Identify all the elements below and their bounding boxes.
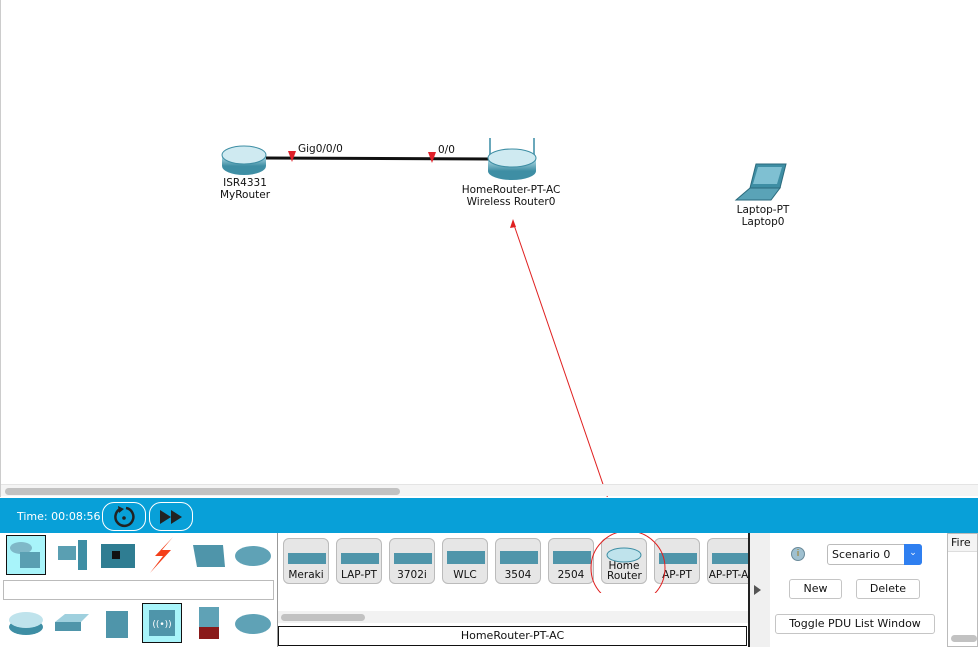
scenario-panel: i Scenario 0 ⌄ New Delete Toggle PDU List…: [770, 533, 947, 647]
subcategory-switches[interactable]: [52, 603, 92, 643]
laptop-icon: [734, 163, 787, 201]
subcategory-wan-emulation[interactable]: [233, 603, 273, 643]
subcategory-routers[interactable]: [6, 603, 46, 643]
port-label-b: 0/0: [438, 144, 455, 156]
panel-splitter[interactable]: [748, 533, 770, 647]
reset-icon: [114, 505, 135, 527]
svg-text:((•)): ((•)): [152, 620, 171, 630]
link-endpoint-a: [288, 151, 296, 162]
pdu-scrollbar[interactable]: [951, 635, 977, 642]
subcategory-security[interactable]: [189, 603, 229, 643]
link-endpoint-b: [428, 152, 436, 163]
subcategory-hubs[interactable]: [98, 603, 138, 643]
device-name: Laptop0: [741, 216, 785, 228]
fast-forward-button[interactable]: [149, 502, 193, 531]
device-name: MyRouter: [219, 189, 271, 201]
wireless-router-icon: [487, 138, 537, 180]
scenario-value: Scenario 0: [832, 548, 891, 561]
expand-arrow-icon: [754, 585, 761, 595]
device-name: Wireless Router0: [466, 196, 556, 208]
folder-icon: [193, 545, 225, 567]
device-item-wlc[interactable]: WLC: [442, 538, 488, 584]
realtime-toolbar: Time: 00:08:56: [0, 498, 978, 533]
network-devices-icon: [10, 542, 40, 568]
device-item-label: 3504: [504, 569, 532, 581]
time-display: Time: 00:08:56: [17, 510, 101, 523]
scenario-select[interactable]: Scenario 0 ⌄: [827, 544, 922, 565]
firewall-icon: [199, 607, 219, 639]
category-connections[interactable]: [142, 535, 182, 575]
cloud-icon: [235, 614, 271, 634]
device-item-label: Meraki: [288, 569, 324, 581]
device-item-label: LAP-PT: [341, 569, 377, 581]
router-icon: [9, 612, 43, 635]
selected-device-name: HomeRouter-PT-AC: [278, 626, 747, 646]
device-item-2504[interactable]: 2504: [548, 538, 594, 584]
device-laptop[interactable]: Laptop-PT Laptop0: [723, 204, 803, 228]
device-item-label: 3702i: [397, 569, 427, 581]
port-label-a: Gig0/0/0: [298, 143, 343, 155]
chevron-down-icon: ⌄: [904, 544, 922, 565]
cloud-icon: [235, 546, 271, 566]
power-cycle-button[interactable]: [102, 502, 146, 531]
fast-forward-icon: [160, 509, 182, 524]
device-isr4331[interactable]: ISR4331 MyRouter: [205, 177, 285, 201]
device-list-panel: Meraki LAP-PT 3702i WLC 3504 2504 Home R…: [277, 533, 749, 647]
device-item-label: WLC: [453, 569, 477, 581]
device-home-router[interactable]: HomeRouter-PT-AC Wireless Router0: [451, 184, 571, 208]
workspace-canvas[interactable]: Gig0/0/0 0/0 ISR4331 MyRouter HomeRouter…: [0, 0, 978, 497]
lightning-icon: [150, 537, 173, 573]
category-components[interactable]: [98, 535, 138, 575]
device-list-scrollbar[interactable]: [278, 611, 749, 623]
wireless-icon: ((•)): [149, 610, 175, 636]
device-item-ap-pt-a[interactable]: AP-PT-A: [707, 538, 749, 584]
device-item-home-router[interactable]: Home Router: [601, 538, 647, 584]
router-icon: [221, 145, 267, 175]
new-scenario-button[interactable]: New: [789, 579, 842, 599]
end-devices-icon: [58, 540, 87, 570]
device-model: ISR4331: [223, 177, 267, 189]
horizontal-scrollbar[interactable]: [1, 484, 978, 496]
device-model: HomeRouter-PT-AC: [461, 184, 561, 196]
toggle-pdu-list-button[interactable]: Toggle PDU List Window: [775, 614, 935, 634]
device-item-label: AP-PT-A: [708, 570, 749, 581]
device-model: Laptop-PT: [736, 204, 790, 216]
link-cable: [265, 156, 492, 161]
device-categories: ((•)): [0, 533, 277, 647]
pdu-list: Fire: [947, 533, 978, 647]
category-multiuser[interactable]: [233, 535, 273, 575]
device-item-label: AP-PT: [662, 569, 692, 581]
device-item-ap-pt[interactable]: AP-PT: [654, 538, 700, 584]
category-miscellaneous[interactable]: [189, 535, 229, 575]
circuit-board-icon: [101, 544, 135, 568]
network-diagram: [221, 138, 787, 497]
hub-icon: [106, 611, 128, 638]
device-item-label: 2504: [557, 569, 585, 581]
device-item-meraki[interactable]: Meraki: [283, 538, 329, 584]
info-icon[interactable]: i: [791, 547, 805, 561]
category-label-field: [3, 580, 274, 600]
category-network-devices[interactable]: [6, 535, 46, 575]
device-item-3702i[interactable]: 3702i: [389, 538, 435, 584]
annotation-arrow: [512, 221, 608, 497]
switch-icon: [55, 614, 89, 631]
delete-scenario-button[interactable]: Delete: [856, 579, 920, 599]
device-item-label: Home Router: [607, 560, 642, 582]
device-item-3504[interactable]: 3504: [495, 538, 541, 584]
category-end-devices[interactable]: [52, 535, 92, 575]
pdu-column-fire[interactable]: Fire: [948, 534, 977, 552]
subcategory-wireless[interactable]: ((•)): [142, 603, 182, 643]
device-item-lap-pt[interactable]: LAP-PT: [336, 538, 382, 584]
